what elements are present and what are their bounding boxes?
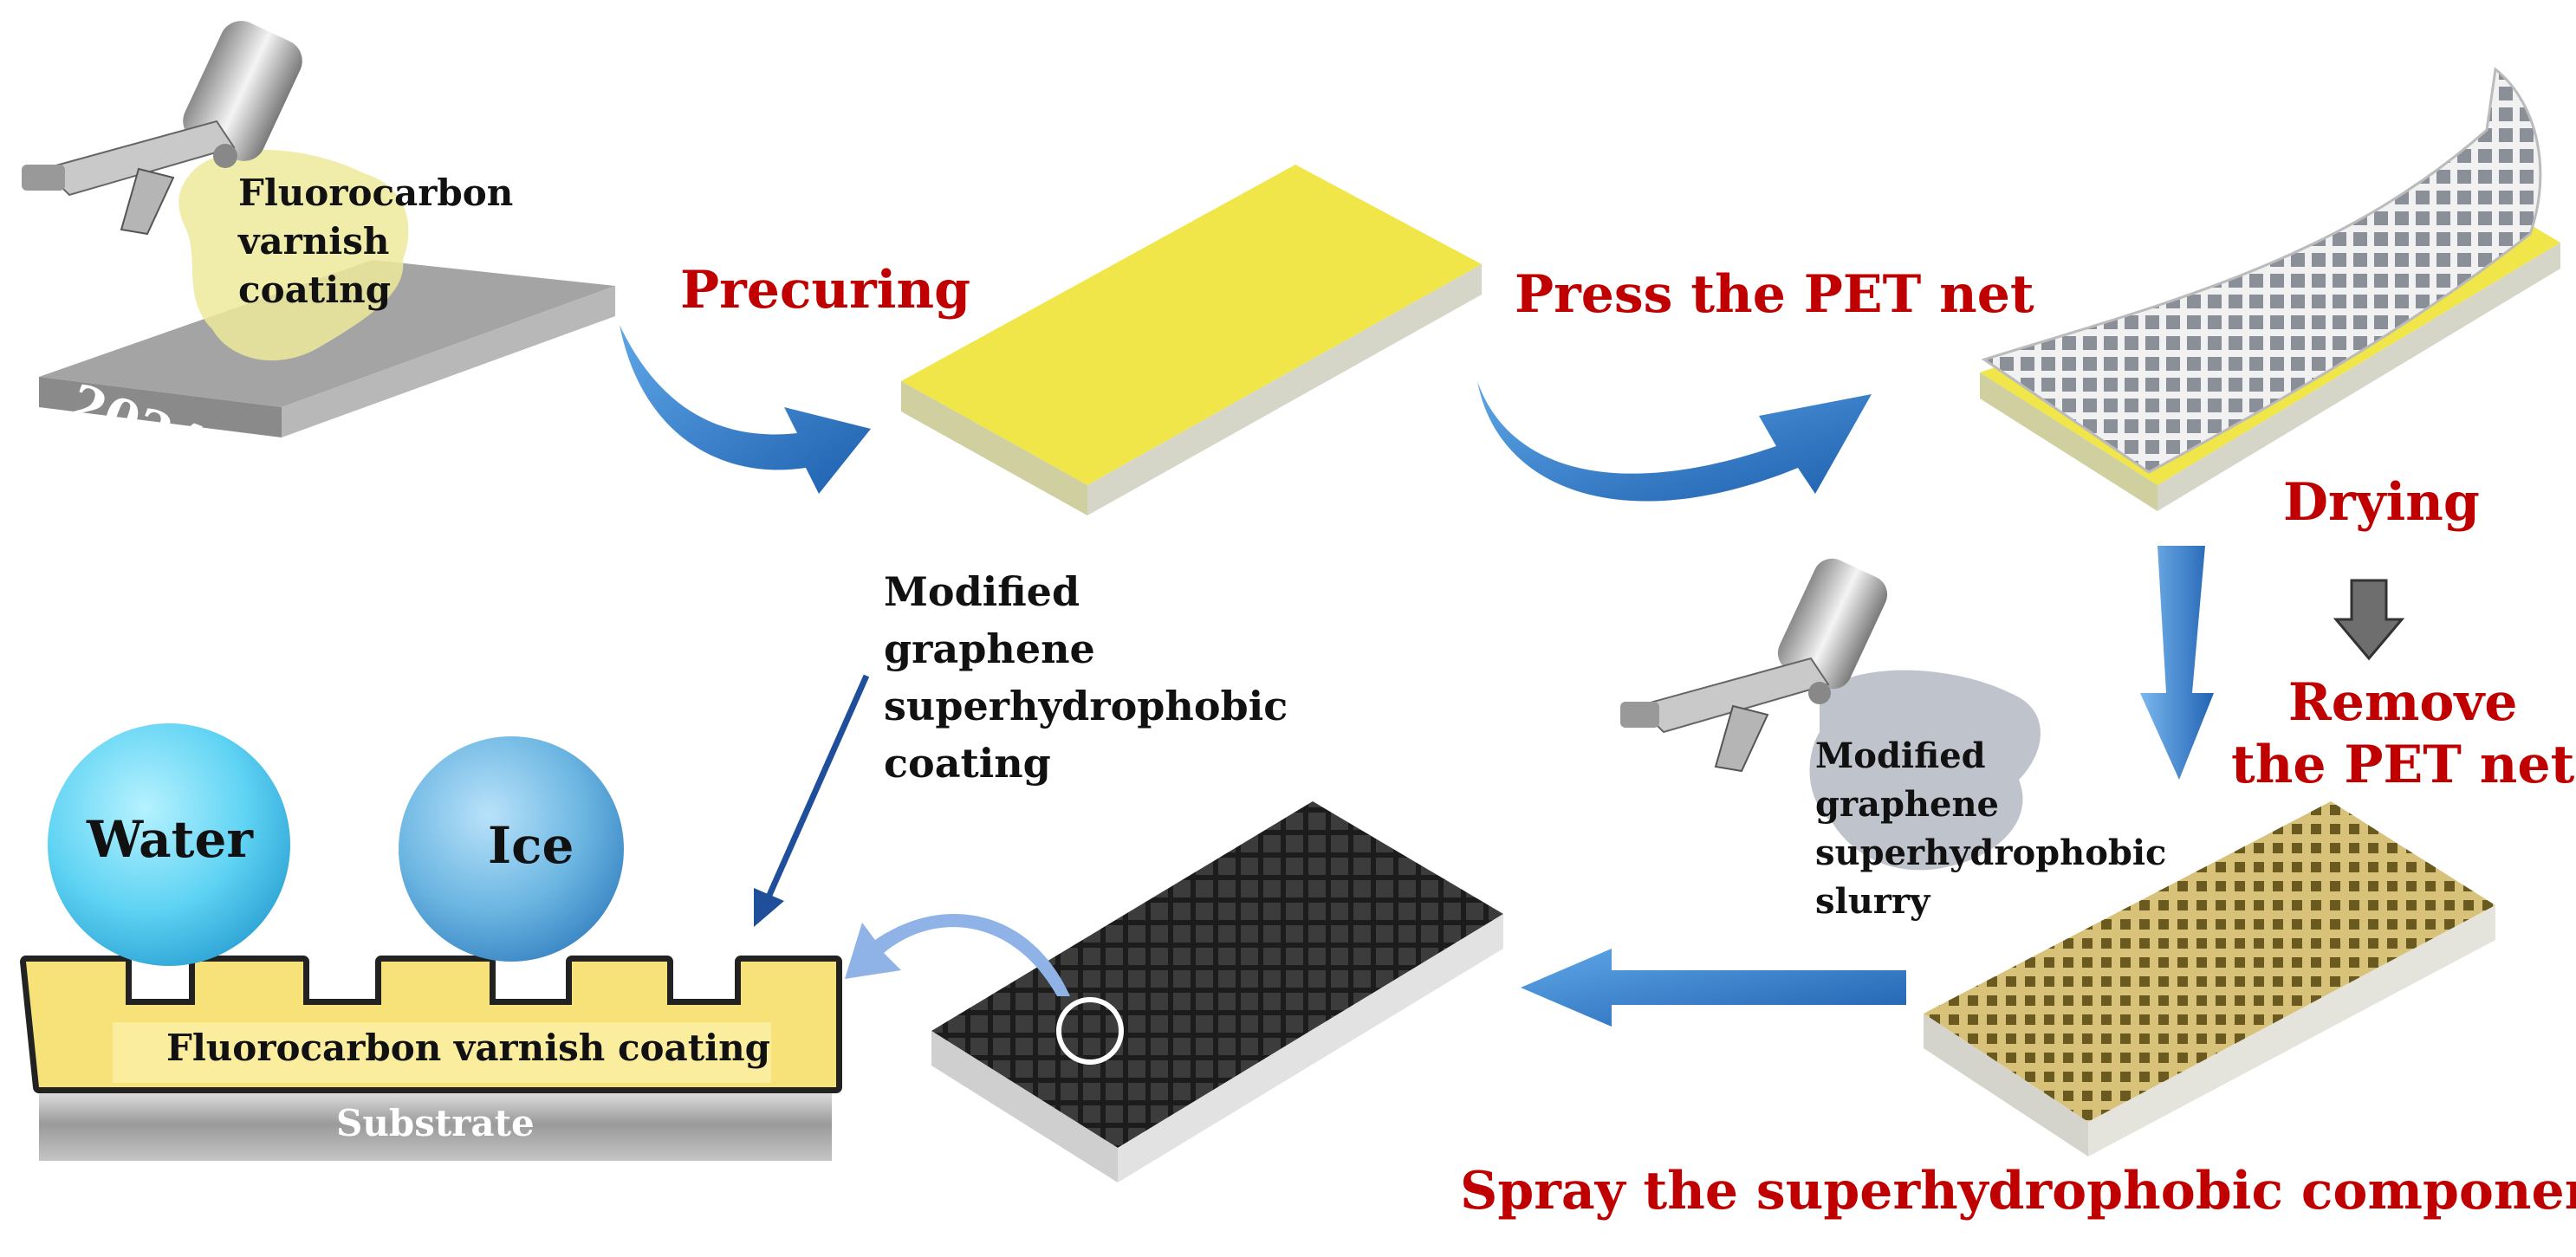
water-label: Water bbox=[87, 810, 253, 869]
arrow-drying bbox=[2140, 546, 2214, 780]
spray-gun-icon bbox=[22, 21, 302, 236]
ice-label: Ice bbox=[488, 816, 574, 875]
fluorocarbon-spray-cloud bbox=[178, 149, 409, 361]
substrate-label: Substrate bbox=[336, 1102, 535, 1144]
graphene-spray-cloud bbox=[1809, 670, 2041, 871]
coating-pointer-arrow bbox=[754, 674, 870, 927]
pillar-plate bbox=[1924, 801, 2495, 1157]
arrow-zoom bbox=[845, 913, 1070, 996]
arrow-spray bbox=[1521, 949, 1906, 1027]
graphene-coating-label: Modified graphene superhydrophobic coati… bbox=[884, 568, 1288, 787]
spray-gun-icon bbox=[1620, 558, 1888, 773]
drying-label: Drying bbox=[2283, 472, 2480, 533]
spray-component-label: Spray the superhydrophobic component bbox=[1460, 1161, 2576, 1221]
remove-net-label: Remove the PET net bbox=[2231, 672, 2575, 795]
arrow-precuring bbox=[620, 325, 871, 494]
precuring-label: Precuring bbox=[680, 260, 971, 321]
arrow-press-net bbox=[1477, 381, 1872, 502]
arrow-remove-net bbox=[2333, 579, 2405, 661]
magnify-circle bbox=[1056, 997, 1124, 1065]
pet-net-plate bbox=[1980, 67, 2560, 511]
yellow-coated-plate bbox=[901, 165, 1482, 515]
press-net-label: Press the PET net bbox=[1515, 264, 2034, 325]
graphene-coated-plate bbox=[931, 801, 1503, 1182]
fluoro-layer-label: Fluorocarbon varnish coating bbox=[166, 1027, 771, 1069]
cross-section bbox=[20, 956, 842, 1161]
graphene-slurry-label: Modified graphene superhydrophobic slurr… bbox=[1815, 735, 2167, 922]
water-droplet bbox=[48, 723, 290, 966]
fluorocarbon-spray-label: Fluorocarbon varnish coating bbox=[238, 172, 514, 311]
ice-droplet bbox=[399, 736, 624, 962]
